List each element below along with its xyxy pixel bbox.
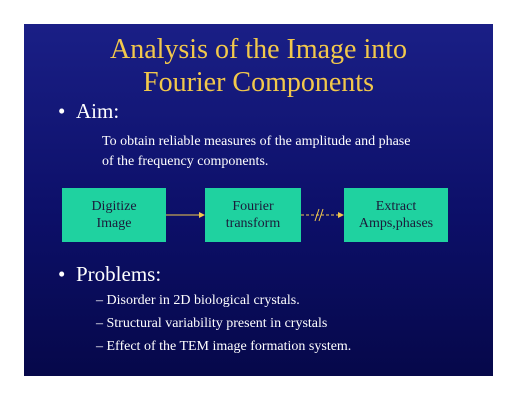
arrow-digitize-to-fourier xyxy=(166,212,205,218)
flow-box1-line2: Image xyxy=(96,216,132,231)
slide: Analysis of the Image into Fourier Compo… xyxy=(24,24,493,376)
problem-item-3-text: Effect of the TEM image formation system… xyxy=(106,339,352,354)
flow-box2-line1: Fourier xyxy=(232,199,274,214)
dash: – xyxy=(96,293,103,308)
dash: – xyxy=(96,339,103,354)
problem-item-3: – Effect of the TEM image formation syst… xyxy=(96,338,351,356)
aim-bullet: • Aim: xyxy=(58,99,119,123)
slide-title-line2: Fourier Components xyxy=(143,67,374,98)
problems-heading: Problems: xyxy=(76,262,162,286)
problems-bullet: • Problems: xyxy=(58,262,161,286)
aim-heading: Aim: xyxy=(76,99,120,123)
bullet-dot: • xyxy=(58,262,66,286)
bullet-dot: • xyxy=(58,99,66,123)
problem-item-2: – Structural variability present in crys… xyxy=(96,315,327,333)
flow-box2-line2: transform xyxy=(225,216,281,231)
arrow-fourier-to-extract-dashed xyxy=(301,208,344,222)
problem-item-2-text: Structural variability present in crysta… xyxy=(106,316,328,331)
flow-box-digitize: Digitize Image xyxy=(62,188,166,242)
flow-box3-line1: Extract xyxy=(375,199,417,214)
problem-item-1-text: Disorder in 2D biological crystals. xyxy=(106,293,300,308)
dash: – xyxy=(96,316,103,331)
flow-box3-line2: Amps,phases xyxy=(358,216,434,231)
problem-item-1: – Disorder in 2D biological crystals. xyxy=(96,292,300,310)
flow-box-fourier: Fourier transform xyxy=(205,188,301,242)
aim-text: To obtain reliable measures of the ampli… xyxy=(102,132,472,172)
aim-text-line2: of the frequency components. xyxy=(102,154,269,169)
flow-box1-line1: Digitize xyxy=(91,199,137,214)
slide-title-line1: Analysis of the Image into xyxy=(109,34,408,65)
flow-box-extract: Extract Amps,phases xyxy=(344,188,448,242)
flow-arrows xyxy=(166,208,344,222)
aim-text-line1: To obtain reliable measures of the ampli… xyxy=(102,134,411,149)
